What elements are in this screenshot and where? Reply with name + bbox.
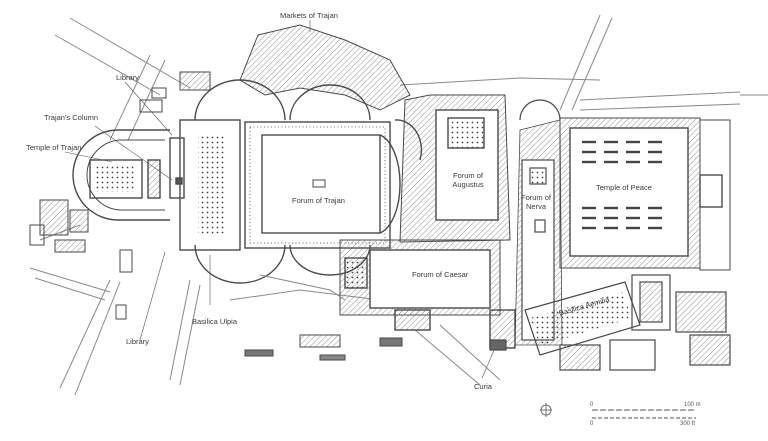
scale-bars: [592, 409, 696, 419]
forum-of-caesar-plan: [339, 239, 516, 349]
scale-max-ft: 300 ft: [680, 421, 696, 427]
label-forum-of-caesar: Forum of Caesar: [412, 270, 469, 279]
label-curia: Curia: [474, 382, 492, 391]
forum-of-nerva-plan: [514, 99, 563, 346]
bottom-ruins: [244, 274, 403, 361]
label-markets-of-trajan: Markets of Trajan: [280, 11, 338, 20]
north-arrow-icon: [540, 403, 552, 417]
label-basilica-ulpia: Basilica Ulpia: [192, 317, 238, 326]
label-temple-of-trajan: Temple of Trajan: [26, 143, 82, 152]
label-trajans-column: Trajan's Column: [44, 113, 99, 122]
scale-max-m: 100 m: [684, 402, 701, 408]
label-forum-of-trajan: Forum of Trajan: [292, 196, 345, 205]
scale-zero-ft: 0: [590, 421, 594, 427]
label-forum-of-augustus-line2: Augustus: [452, 179, 484, 189]
street-lines: [29, 14, 768, 396]
basilica-aemilia-plan: [489, 274, 731, 371]
trajan-complex: [179, 79, 401, 284]
label-temple-of-peace: Temple of Peace: [596, 183, 652, 192]
label-forum-of-nerva-line2: Nerva: [525, 201, 546, 211]
markets-block: [139, 24, 411, 113]
scale-zero-m: 0: [590, 402, 594, 408]
label-library-top: Library: [116, 73, 139, 82]
temple-of-peace-plan: [559, 117, 731, 271]
label-forum-of-augustus-line1: Forum of: [452, 171, 483, 180]
label-forum-of-augustus: Forum of Augustus: [448, 172, 488, 188]
temple-of-trajan-enclosure: [72, 129, 185, 221]
left-ruins: [29, 199, 133, 320]
forum-of-augustus-plan: [394, 94, 511, 243]
label-library-bottom: Library: [126, 337, 149, 346]
leader-lines: [64, 20, 496, 379]
label-forum-of-nerva-line1: Forum of: [520, 193, 551, 202]
label-forum-of-nerva: Forum of Nerva: [518, 194, 554, 210]
